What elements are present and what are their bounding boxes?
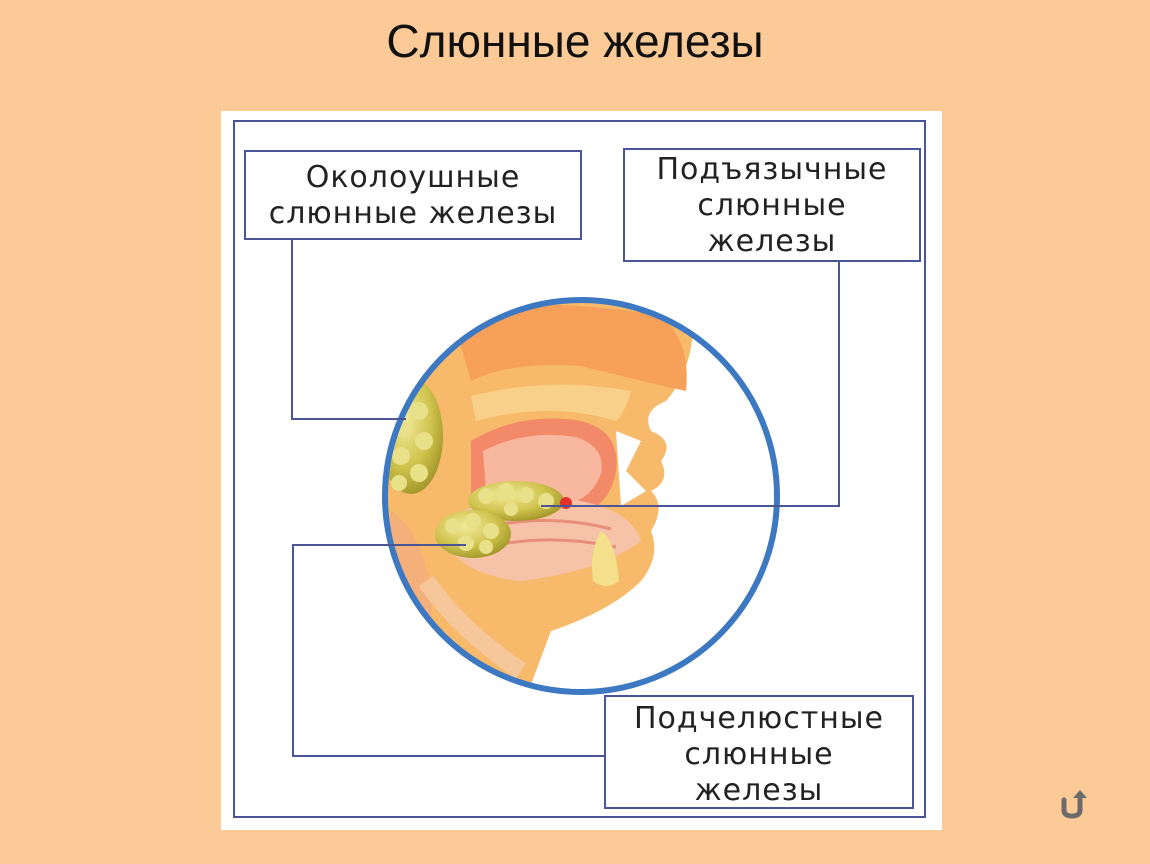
label-submandibular-glands: Подчелюстные слюнные железы	[604, 695, 914, 809]
submandibular-gland	[435, 510, 511, 558]
label-line: железы	[707, 224, 837, 259]
panel-frame	[233, 120, 926, 818]
label-line: Подъязычные	[656, 152, 888, 187]
circle-content	[385, 300, 777, 692]
label-line: слюнные	[684, 737, 834, 772]
label-parotid-glands: Околоушные слюнные железы	[244, 150, 582, 240]
label-sublingual-glands: Подъязычные слюнные железы	[623, 148, 921, 262]
sublingual-gland	[468, 481, 564, 521]
sublingual-leader-line	[541, 262, 840, 507]
return-arrow-icon[interactable]	[1058, 788, 1088, 820]
label-line: слюнные	[697, 188, 847, 223]
label-line: Подчелюстные	[634, 701, 884, 736]
label-line: железы	[694, 773, 824, 808]
diagram-panel: Околоушные слюнные железы Подъязычные сл…	[221, 111, 942, 830]
label-line: Околоушные	[305, 160, 521, 195]
head-cross-section-illustration	[291, 240, 840, 757]
parotid-leader-line	[291, 240, 406, 420]
slide-title: Слюнные железы	[386, 15, 764, 67]
label-line: слюнные железы	[268, 196, 558, 231]
submandibular-leader-line	[292, 544, 604, 757]
magnifier-circle	[382, 297, 780, 695]
